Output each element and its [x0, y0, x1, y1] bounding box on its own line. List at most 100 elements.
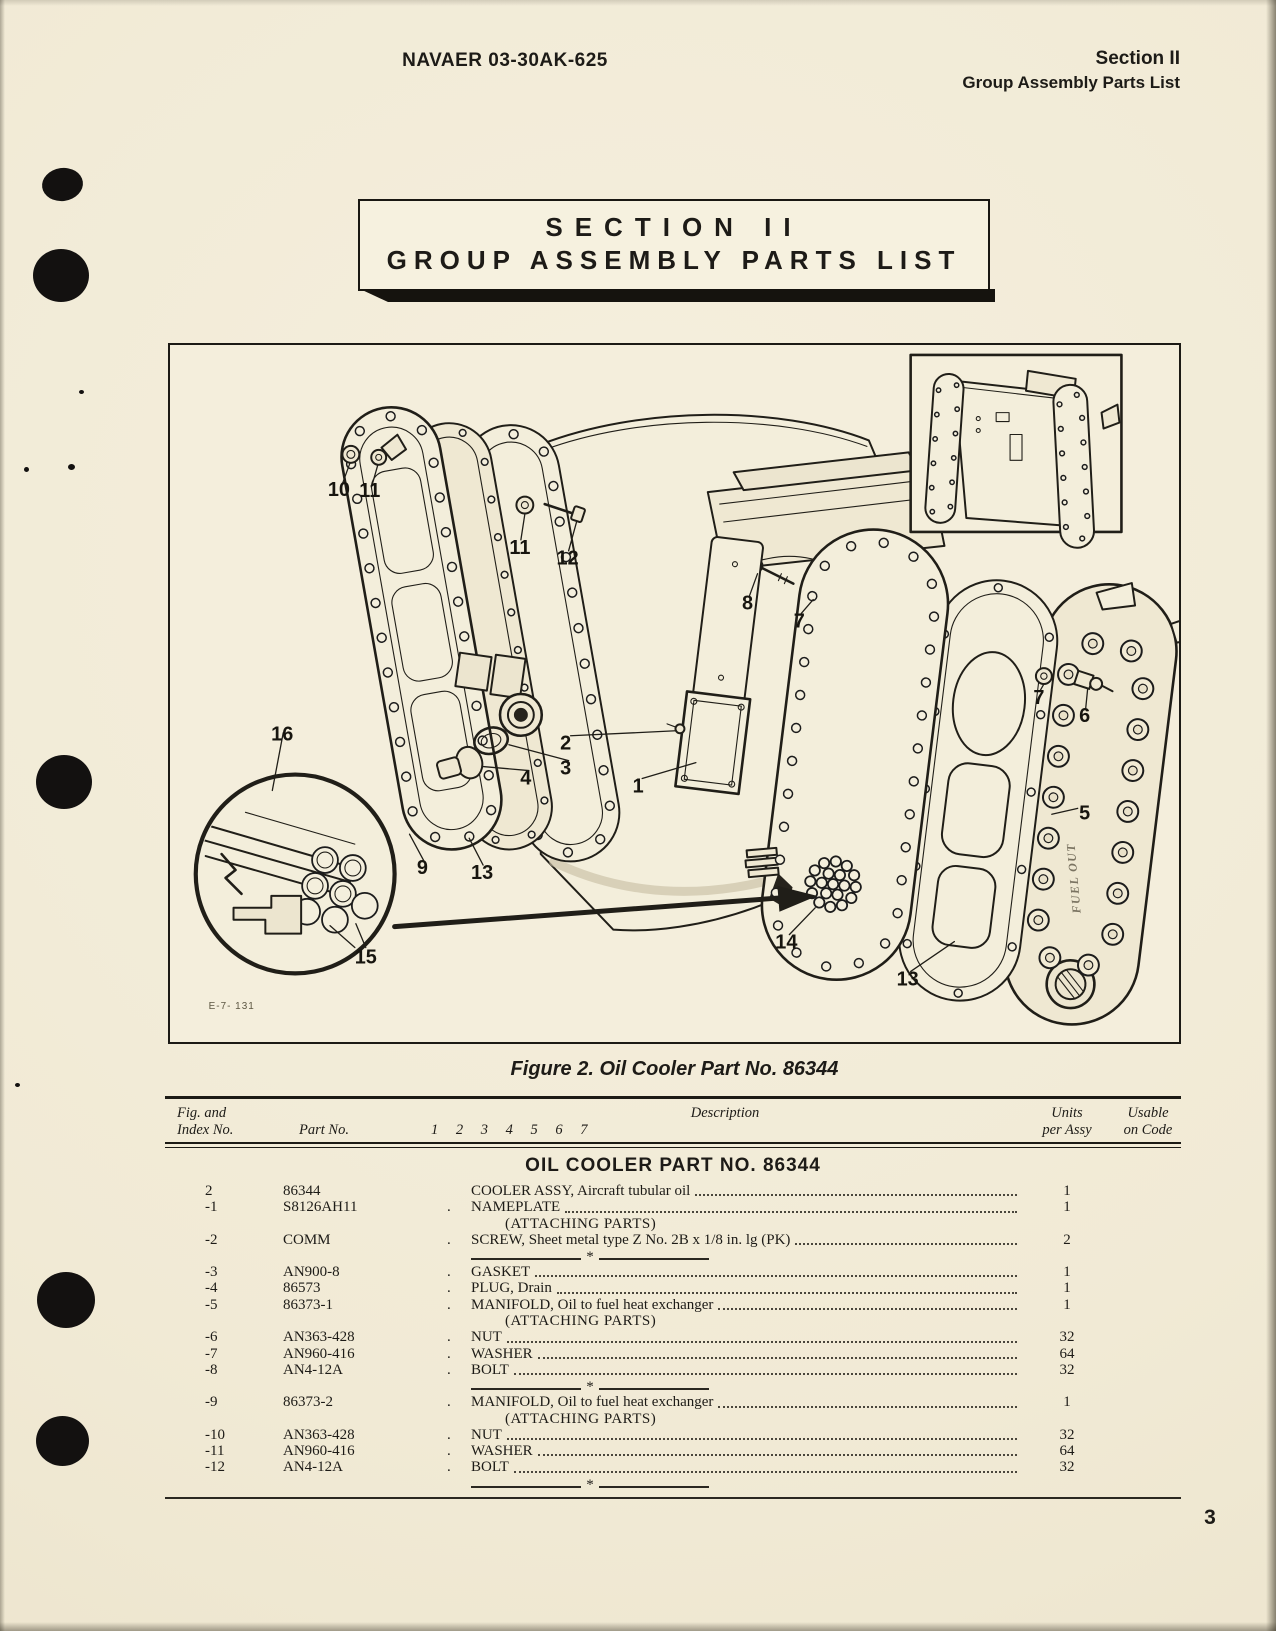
bolt-hole: [947, 503, 954, 510]
bolt-hole: [394, 736, 406, 748]
bolt-hole: [598, 765, 609, 776]
cell-index: -7: [205, 1345, 218, 1362]
col-header-units: Units per Assy: [1042, 1105, 1092, 1138]
figure-callout-1: 1: [633, 775, 644, 797]
manifold-boss: [1112, 888, 1123, 899]
manifold-boss: [1048, 792, 1059, 803]
cell-index: -4: [205, 1280, 218, 1297]
bolt-hole: [1084, 512, 1091, 520]
dot-leader: [795, 1243, 1017, 1246]
manifold-boss: [1126, 646, 1137, 656]
cell-index: 2: [205, 1183, 213, 1199]
manifold-boss: [1127, 765, 1138, 776]
cell-description: .MANIFOLD, Oil to fuel heat exchanger: [431, 1394, 1019, 1410]
bolt-hole: [548, 480, 559, 492]
bolt-hole: [428, 457, 439, 468]
washer-7b: [1034, 667, 1053, 686]
header-right: Section II Group Assembly Parts List: [962, 48, 1180, 93]
cell-description: COOLER ASSY, Aircraft tubular oil: [431, 1183, 1019, 1199]
union-boss: [498, 692, 544, 738]
bolt-hole: [954, 406, 961, 413]
bolt-hole: [845, 540, 857, 552]
bolt-hole: [1062, 523, 1070, 531]
figure-callout-7: 7: [794, 610, 805, 632]
plate-code: E-7- 131: [209, 1001, 255, 1012]
cell-usable: [1115, 1362, 1181, 1378]
dot-leader: [537, 1454, 1017, 1457]
bolt-hole: [786, 755, 798, 767]
banner-line-2: GROUP ASSEMBLY PARTS LIST: [386, 245, 962, 275]
washer-11: [370, 448, 388, 466]
cell-description: .WASHER: [431, 1346, 1019, 1362]
cell-usable: [1115, 1280, 1181, 1296]
bolt-hole: [493, 532, 503, 542]
cell-index: -9: [205, 1394, 218, 1411]
bolt-hole: [1057, 425, 1064, 432]
cell-units: 1: [1063, 1264, 1071, 1281]
bolt-hole: [527, 830, 536, 839]
figure-callout-16: 16: [271, 724, 293, 746]
page-number: 3: [1204, 1506, 1216, 1529]
cell-part-no: 86573: [283, 1280, 321, 1297]
punch-hole: [33, 249, 89, 302]
cell-part-no: AN900-8: [283, 1264, 340, 1281]
punch-hole: [39, 165, 86, 204]
figure-callout-4: 4: [520, 767, 531, 789]
tube-end: [848, 869, 861, 882]
manifold-boss: [1083, 960, 1094, 971]
bolt-hole: [908, 776, 920, 787]
cell-part-no: AN4-12A: [283, 1361, 343, 1378]
manifold-boss: [1044, 952, 1055, 963]
nameplate-1: [674, 690, 752, 796]
bolt-hole: [429, 831, 441, 843]
bolt-hole: [772, 920, 784, 931]
bolt-hole: [1060, 474, 1067, 482]
figure-callout-8: 8: [742, 592, 753, 614]
cell-description: .MANIFOLD, Oil to fuel heat exchanger: [431, 1297, 1019, 1313]
figure-callout-6: 6: [1079, 705, 1090, 727]
nut-10: [341, 444, 361, 464]
bolt-hole: [778, 821, 790, 833]
bolt-hole: [1056, 401, 1063, 408]
cell-index: -6: [205, 1329, 218, 1346]
bolt-hole: [1081, 463, 1088, 471]
bolt-hole: [782, 788, 794, 800]
cell-description: .NUT: [431, 1329, 1019, 1345]
cell-description: .GASKET: [431, 1264, 1019, 1280]
cell-description: .SCREW, Sheet metal type Z No. 2B x 1/8 …: [431, 1232, 1019, 1248]
separator-row: *: [165, 1248, 1181, 1265]
cell-part-no: AN960-416: [283, 1345, 355, 1362]
bolt-hole: [477, 735, 488, 746]
manifold-boss: [1132, 724, 1143, 735]
parts-table: Fig. and Index No. Part No. Description …: [165, 1096, 1181, 1499]
bolt-hole: [585, 693, 597, 705]
cell-part-no: AN363-428: [283, 1426, 355, 1443]
bolt-hole: [878, 537, 889, 549]
cell-part-no: S8126AH11: [283, 1199, 358, 1216]
bolt-hole: [452, 596, 464, 607]
bolt-hole: [902, 938, 912, 949]
dot-leader: [535, 1275, 1017, 1278]
section-label: Section II: [1095, 48, 1180, 69]
bolt-hole: [385, 411, 396, 422]
bolt-hole: [950, 454, 957, 461]
bolt-hole: [416, 424, 428, 436]
bolt-hole: [507, 608, 516, 617]
bolt-hole: [892, 907, 903, 919]
manifold-boss: [1058, 710, 1069, 721]
cell-units: 1: [1063, 1280, 1071, 1297]
cell-usable: [1115, 1459, 1181, 1475]
dot-leader: [506, 1438, 1017, 1441]
bolt-hole: [930, 460, 937, 467]
bolt-hole: [926, 578, 938, 590]
tube-end: [840, 859, 853, 872]
cell-description: .PLUG, Drain: [431, 1280, 1019, 1296]
bolt-hole: [819, 560, 831, 572]
cell-index: -11: [205, 1443, 225, 1460]
bolt-hole: [358, 528, 369, 539]
bolt-hole: [400, 771, 412, 782]
